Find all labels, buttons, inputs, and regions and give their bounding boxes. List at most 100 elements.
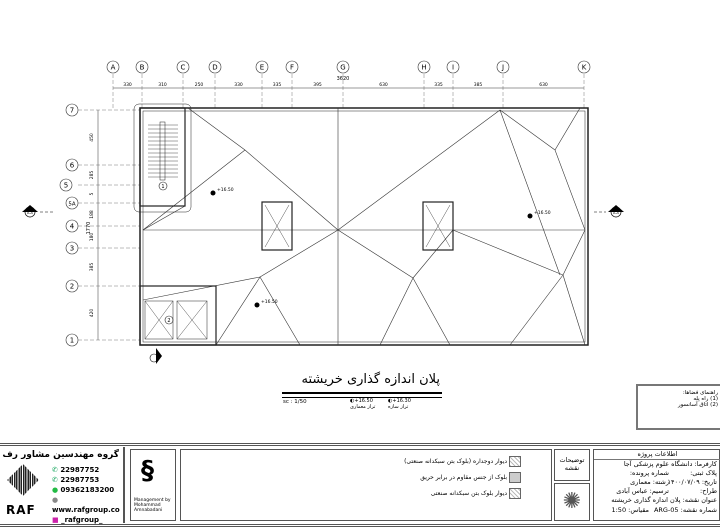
roof-line (562, 229, 586, 276)
level-label: تراز معماری (350, 404, 376, 410)
client: کارفرما: دانشگاه علوم پزشکی آجا (623, 460, 717, 468)
row-bubble (65, 196, 79, 210)
stair-handrail (159, 121, 166, 181)
instagram-icon: ■ (52, 516, 59, 524)
row-total-dimension: 1770 (86, 222, 92, 235)
roof-line (379, 277, 414, 346)
project-info: اطلاعات پروژه کارفرما: دانشگاه علوم پزشک… (593, 449, 720, 521)
roof-line (142, 276, 261, 301)
globe-icon: ● (52, 496, 59, 504)
whatsapp: ● 09362183200 (52, 485, 123, 495)
roof-line (499, 109, 561, 276)
column-bubble (446, 60, 460, 74)
phone-icon: ✆ (52, 466, 58, 474)
row-bubble (59, 178, 73, 192)
title-block (0, 443, 720, 527)
management-box: § Management by Mohammad Amnabadani (130, 449, 176, 521)
section-marker-left: A-A (22, 205, 55, 218)
roof-line (452, 229, 564, 276)
legend-label: بلوک از جنس مقاوم در برابر حریق (420, 474, 508, 481)
legend-box: دیوار دوجداره (بلوک بتن سبکدانه صنعتی) ب… (180, 449, 552, 521)
stair-treads (148, 121, 178, 181)
row-dimension: 450 (89, 133, 95, 142)
legend-item: دیوار دوجداره (بلوک بتن سبکدانه صنعتی) (404, 456, 521, 468)
room-tag: 1 (161, 184, 164, 190)
file-number: شماره پرونده: (629, 469, 669, 477)
phone-number: 22987753 (60, 476, 100, 484)
roof-line (554, 149, 586, 231)
row-bubble (65, 103, 79, 117)
roof-line (554, 107, 581, 151)
instagram-handle: _rafgroup_ (61, 516, 103, 524)
sheet-title: عنوان نقشه: پلان اندازه گذاری خریشته (611, 496, 717, 504)
column-dimension: 335 (434, 82, 443, 88)
instagram: ■ _rafgroup_ (52, 515, 123, 525)
column-bubble (135, 60, 149, 74)
phone-number: 22987752 (60, 466, 100, 474)
room-legend-number: 1 (712, 396, 716, 402)
column-label: H (421, 64, 426, 72)
plan-title: پلان اندازه گذاری خریشته (301, 372, 440, 387)
column-bubble (417, 60, 431, 74)
column-label: I (452, 64, 454, 72)
svg-text:+16.50: +16.50 (217, 187, 234, 193)
company-logo-text: RAF (6, 503, 36, 517)
column-bubble (208, 60, 222, 74)
row-label: 5A (68, 202, 75, 208)
column-dimension: 330 (123, 82, 132, 88)
column-bubble (496, 60, 510, 74)
column-label: F (290, 64, 294, 72)
row-bubble (65, 241, 79, 255)
stair-core (133, 103, 192, 213)
row-dimension: 180 (89, 233, 95, 242)
row-bubble (65, 219, 79, 233)
legend-item: دیوار بلوک بتن سبکدانه صنعتی (404, 488, 521, 500)
row-label: 3 (70, 245, 74, 253)
room-legend-label: راه پله (693, 396, 709, 402)
column-bubble (106, 60, 120, 74)
plot-number: پلاک ثبتی: (690, 469, 717, 477)
hatch-swatch-icon (509, 456, 521, 467)
column-label: K (582, 64, 587, 72)
column-bubble (285, 60, 299, 74)
roof-line (259, 276, 301, 346)
designer: طراح: (700, 487, 717, 495)
column-label: B (140, 64, 145, 72)
room-legend-item: (2) اتاق آسانسور (677, 402, 718, 408)
management-label: Management by (134, 498, 171, 503)
company-contacts: ✆ 22987752 ✆ 22987753 ● 09362183200 ● ww… (52, 465, 123, 525)
level-value: +16.50 (354, 398, 373, 404)
room-legend: راهنمای فضاها: (1) راه پله (2) اتاق آسان… (636, 384, 720, 430)
column-label: G (340, 64, 345, 72)
floor-plan: A330B310C250D330E335F395G630H335I385J630… (22, 60, 624, 364)
university-emblem-icon: ✺ (554, 483, 590, 521)
column-dimension: 335 (273, 82, 282, 88)
column-label: C (181, 64, 186, 72)
row-bubble (65, 158, 79, 172)
phone-2: ✆ 22987753 (52, 475, 123, 485)
title-underline (282, 392, 442, 398)
management-logo-icon: § (141, 456, 154, 486)
row-dimension: 385 (89, 263, 95, 272)
level-icon: ◐ (350, 398, 355, 404)
row-bubble (65, 279, 79, 293)
date: تاریخ: ۱۴۰۰/۰۷/۰۹ (667, 478, 717, 486)
section-marker-label: A-A (613, 211, 620, 215)
roof-line (259, 229, 339, 278)
manager-name: Mohammad Amnabadani (134, 503, 163, 513)
column-dimension: 395 (313, 82, 322, 88)
row-dimension: 188 (89, 210, 95, 219)
roof-slope-lines (142, 107, 586, 346)
column-grid: A330B310C250D330E335F395G630H335I385J630… (106, 60, 591, 108)
level-value: +16.30 (392, 398, 411, 404)
hatch-swatch-icon (509, 472, 521, 483)
legend-item: بلوک از جنس مقاوم در برابر حریق (404, 472, 521, 484)
section-marker-right: A-A (594, 205, 624, 218)
overall-dimension: 3620 (337, 76, 350, 82)
plan-scale: sc : 1/50 (283, 399, 307, 405)
elevator-core (139, 285, 217, 346)
svg-text:+16.50: +16.50 (261, 299, 278, 305)
